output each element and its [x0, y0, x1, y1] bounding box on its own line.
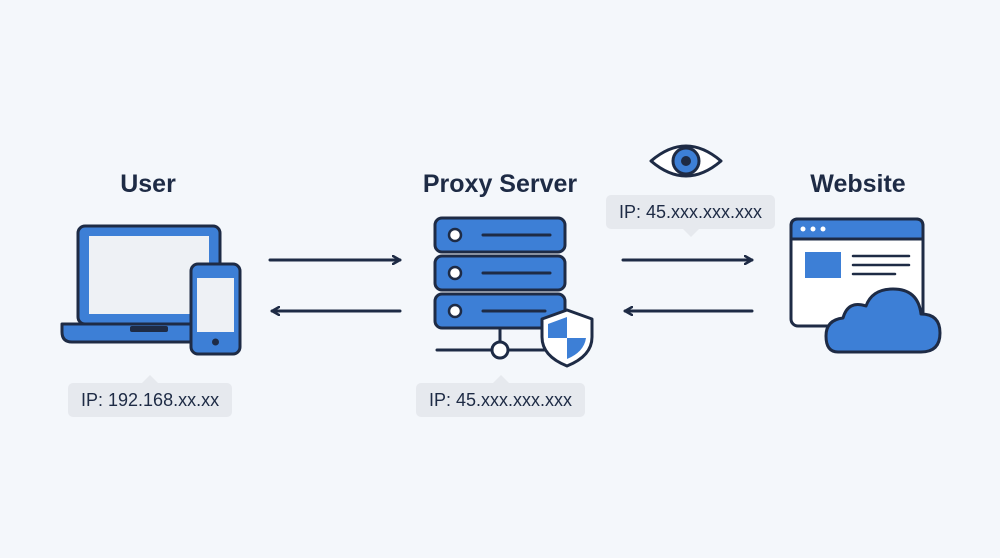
proxy-server-title: Proxy Server [422, 170, 578, 198]
proxy-ip-label: IP: 45.xxx.xxx.xxx [416, 375, 586, 417]
website-title: Website [810, 170, 906, 198]
eye-icon [649, 144, 723, 178]
shield-icon [540, 308, 594, 368]
user-title: User [120, 170, 176, 198]
observed-ip-label: IP: 45.xxx.xxx.xxx [606, 195, 776, 237]
phone-icon [189, 262, 242, 356]
server-icon [433, 216, 567, 360]
user-ip-label: IP: 192.168.xx.xx [68, 375, 233, 417]
cloud-icon [824, 287, 942, 354]
laptop-icon [60, 224, 238, 344]
